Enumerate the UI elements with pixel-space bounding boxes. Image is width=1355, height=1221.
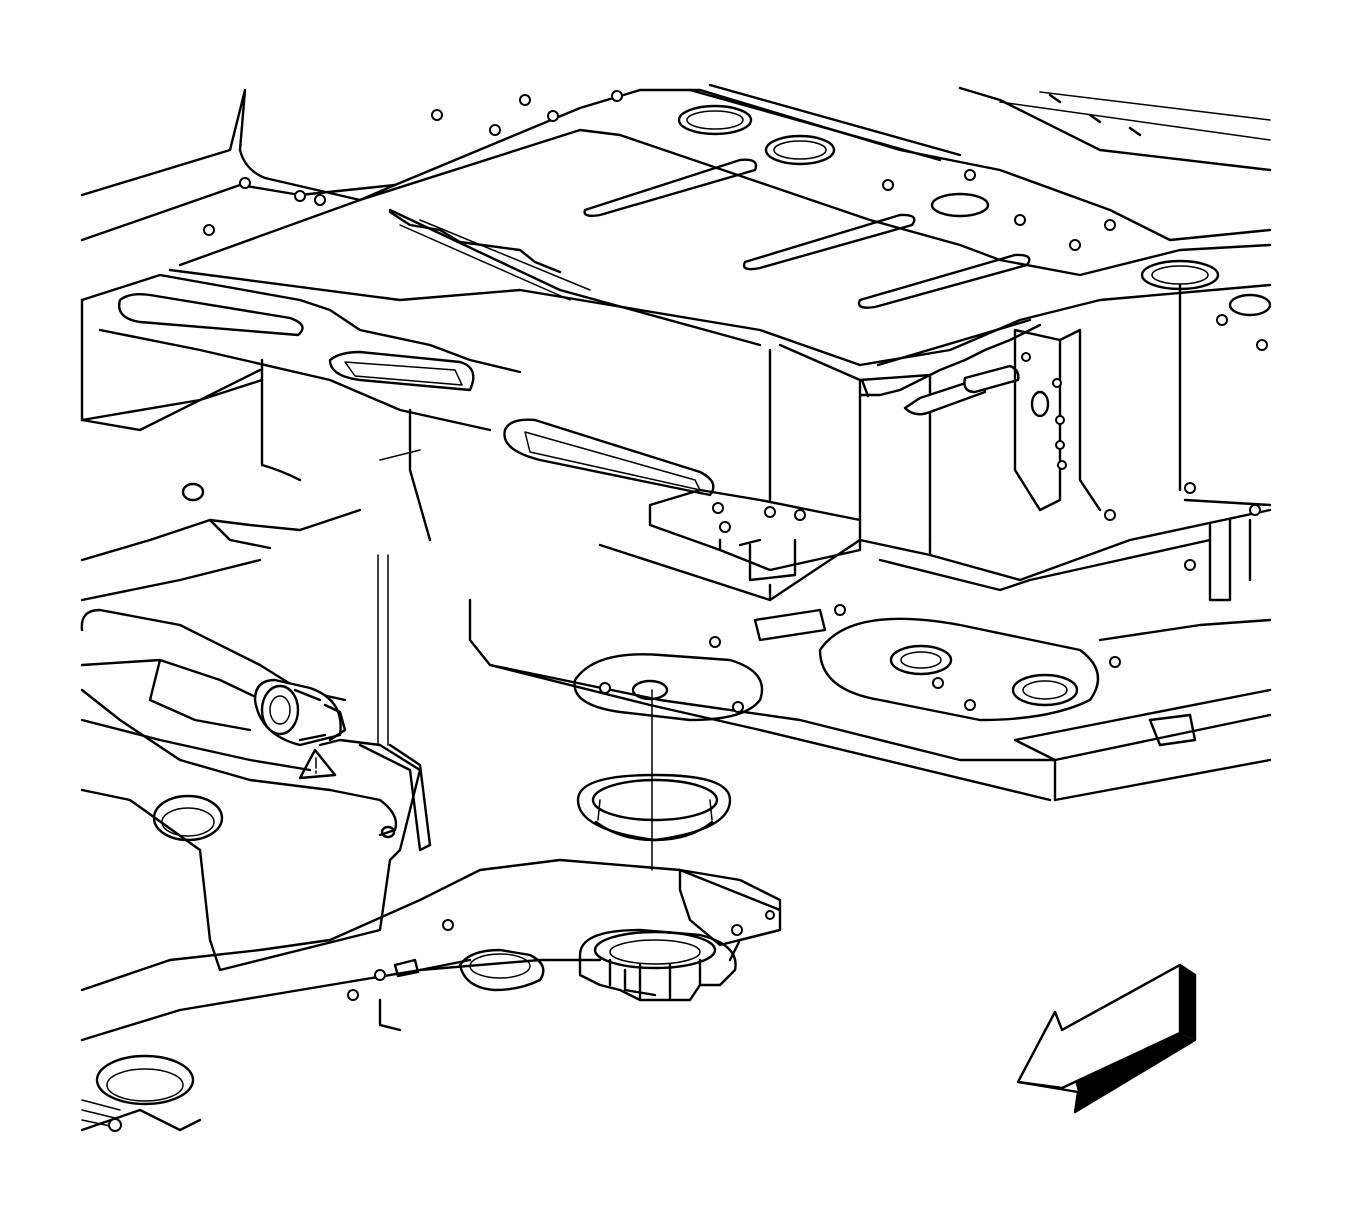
floor-pan-underbody bbox=[80, 83, 1272, 802]
alignment-lines bbox=[377, 554, 653, 871]
frame-crossmember bbox=[80, 608, 782, 1132]
body-mount-insulator bbox=[576, 773, 732, 842]
front-direction-arrow bbox=[1016, 963, 1197, 1114]
frame-body-mount bbox=[458, 928, 737, 1002]
warning-triangle bbox=[298, 748, 337, 780]
